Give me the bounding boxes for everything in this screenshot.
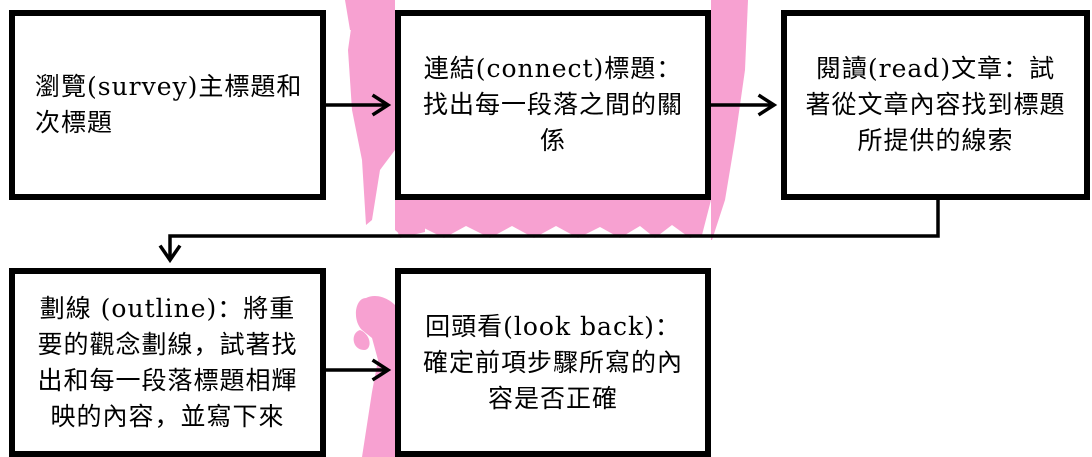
- pink-paint-blotch-top: [345, 0, 748, 240]
- arrow-survey-to-connect: [324, 93, 392, 117]
- step-box-survey: 瀏覽(survey)主標題和次標題: [9, 10, 326, 200]
- step-label-lookback: 回頭看(look back)：確定前項步驟所寫的內容是否正確: [423, 311, 684, 413]
- step-box-connect: 連結(connect)標題：找出每一段落之間的關係: [395, 10, 711, 200]
- step-label-connect: 連結(connect)標題：找出每一段落之間的關係: [423, 54, 684, 155]
- pink-paint-blotch-bottom: [353, 296, 395, 457]
- step-box-lookback: 回頭看(look back)：確定前項步驟所寫的內容是否正確: [395, 268, 711, 457]
- arrow-outline-to-lookback: [324, 358, 392, 382]
- arrow-connect-to-read: [709, 93, 778, 117]
- step-label-survey: 瀏覽(survey)主標題和次標題: [35, 72, 303, 137]
- arrow-read-to-outline: [158, 198, 940, 264]
- step-label-outline: 劃線 (outline)：將重要的觀念劃線，試著找出和每一段落標題相輝映的內容，…: [37, 293, 298, 431]
- step-box-outline: 劃線 (outline)：將重要的觀念劃線，試著找出和每一段落標題相輝映的內容，…: [9, 268, 326, 457]
- step-label-read: 閱讀(read)文章：試著從文章內容找到標題所提供的線索: [805, 54, 1066, 155]
- step-box-read: 閱讀(read)文章：試著從文章內容找到標題所提供的線索: [781, 10, 1090, 200]
